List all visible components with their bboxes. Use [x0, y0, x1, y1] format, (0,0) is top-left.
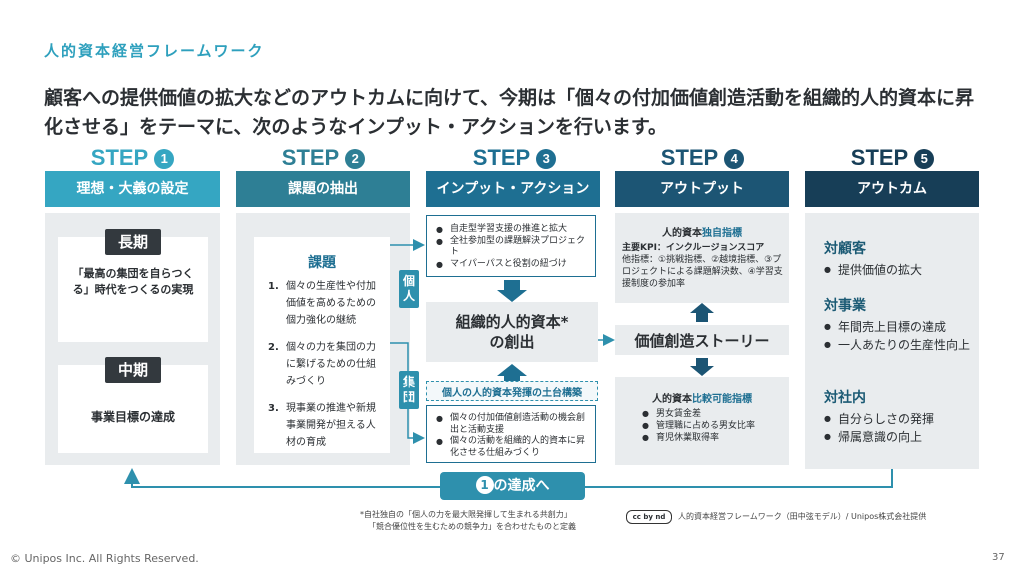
- story-up-arrow-icon: [690, 303, 714, 322]
- outcome-item: 一人あたりの生産性向上: [824, 336, 974, 354]
- step-2-header: 課題の抽出: [236, 171, 410, 207]
- unique-metrics-title: 人的資本独自指標: [662, 228, 742, 239]
- step-4-header: アウトプット: [615, 171, 789, 207]
- copyright: © Unipos Inc. All Rights Reserved.: [10, 552, 199, 565]
- step-5-header: アウトカム: [805, 171, 979, 207]
- cc-license-icon: cc by nd: [626, 510, 672, 524]
- group-actions-list: 個々の付加価値創造活動の機会創出と活動支援 個々の活動を組織的人的資本に昇化させ…: [436, 413, 592, 459]
- metric-item: 男女賃金差: [642, 408, 782, 420]
- mid-term-text: 事業目標の達成: [90, 410, 175, 424]
- outcome-heading: 対事業: [824, 298, 866, 314]
- action-item: マイパーパスと役割の紐づけ: [436, 259, 592, 271]
- group-tag: 集団: [399, 371, 419, 409]
- issues-card: [254, 237, 390, 453]
- metric-item: 育児休業取得率: [642, 432, 782, 444]
- page-number: 37: [992, 552, 1005, 563]
- footnote-line-1: *自社独自の「個人の力を最大限発揮して生まれる共創力」: [360, 510, 572, 519]
- issue-item: 3.現事業の推進や新規事業開発が担える人材の育成: [268, 403, 376, 448]
- loop-line-right: [585, 469, 893, 488]
- action-item: 個々の付加価値創造活動の機会創出と活動支援: [436, 413, 592, 436]
- step-1-header: 理想・大義の設定: [45, 171, 220, 207]
- loop-number: 1: [475, 476, 494, 494]
- issues-list: 1.個々の生産性や付加価値を高めるための個力強化の継続 2.個々の力を集団の力に…: [268, 278, 384, 461]
- action-item: 自走型学習支援の推進と拡大: [436, 224, 592, 236]
- issues-title: 課題: [308, 255, 336, 271]
- outcome-list: 自分らしさの発揮 帰属意識の向上: [824, 410, 974, 446]
- up-arrow-icon: [497, 364, 527, 381]
- unique-metrics-box: [615, 213, 789, 303]
- outcome-heading: 対社内: [824, 390, 866, 406]
- long-term-text: 「最高の集団を自らつくる」時代をつくるの実現: [72, 267, 194, 296]
- comparable-metrics-list: 男女賃金差 管理職に占める男女比率 育児休業取得率: [642, 408, 782, 444]
- outcome-item: 帰属意識の向上: [824, 428, 974, 446]
- mid-term-tag: 中期: [105, 357, 161, 383]
- value-story-text: 価値創造ストーリー: [634, 332, 770, 350]
- unique-metrics-kpi: 主要KPI：インクルージョンスコア: [622, 243, 765, 253]
- outcome-business: 対事業 年間売上目標の達成 一人あたりの生産性向上: [824, 295, 974, 354]
- footnote-line-2: 「競合優位性を生むための競争力」を合わせたものと定義: [368, 522, 576, 531]
- story-down-arrow-icon: [690, 358, 714, 376]
- foundation-text: 個人の人的資本発揮の土台構築: [442, 388, 582, 399]
- outcome-item: 年間売上目標の達成: [824, 318, 974, 336]
- foundation-box: [426, 381, 598, 401]
- credit-text: 人的資本経営フレームワーク（田中弦モデル）/ Unipos株式会社提供: [678, 512, 927, 521]
- center-text: 組織的人的資本*の創出: [455, 313, 569, 351]
- outcome-item: 提供価値の拡大: [824, 261, 974, 279]
- outcome-item: 自分らしさの発揮: [824, 410, 974, 428]
- metric-item: 管理職に占める男女比率: [642, 420, 782, 432]
- value-story-box: [615, 325, 789, 355]
- arrow-to-group: [390, 342, 425, 444]
- issue-item: 2.個々の力を集団の力に繋げるための仕組みづくり: [268, 342, 376, 387]
- long-term-tag: 長期: [105, 229, 161, 255]
- comparable-metrics-title: 人的資本比較可能指標: [652, 394, 752, 405]
- individual-tag: 個人: [399, 270, 419, 308]
- step-3-header: インプット・アクション: [426, 171, 600, 207]
- action-item: 個々の活動を組織的人的資本に昇化させる仕組みづくり: [436, 436, 592, 459]
- outcome-customer: 対顧客 提供価値の拡大: [824, 238, 974, 279]
- individual-actions-list: 自走型学習支援の推進と拡大 全社参加型の課題解決プロジェクト マイパーパスと役割…: [436, 224, 592, 270]
- center-box: [426, 302, 598, 362]
- outcome-list: 提供価値の拡大: [824, 261, 974, 279]
- action-item: 全社参加型の課題解決プロジェクト: [436, 236, 592, 259]
- down-arrow-icon: [497, 280, 527, 302]
- unique-metrics-others: 他指標：①挑戦指標、②越境指標、③プロジェクトによる課題解決数、④学習支援制度の…: [622, 255, 783, 289]
- outcome-list: 年間売上目標の達成 一人あたりの生産性向上: [824, 318, 974, 354]
- headline: 顧客への提供価値の拡大などのアウトカムに向けて、今期は「個々の付加価値創造活動を…: [44, 87, 975, 138]
- outcome-internal: 対社内 自分らしさの発揮 帰属意識の向上: [824, 387, 974, 446]
- issue-item: 1.個々の生産性や付加価値を高めるための個力強化の継続: [268, 281, 376, 326]
- outcome-heading: 対顧客: [824, 241, 866, 257]
- loop-line-left: [124, 468, 440, 488]
- section-kicker: 人的資本経営フレームワーク: [44, 42, 265, 60]
